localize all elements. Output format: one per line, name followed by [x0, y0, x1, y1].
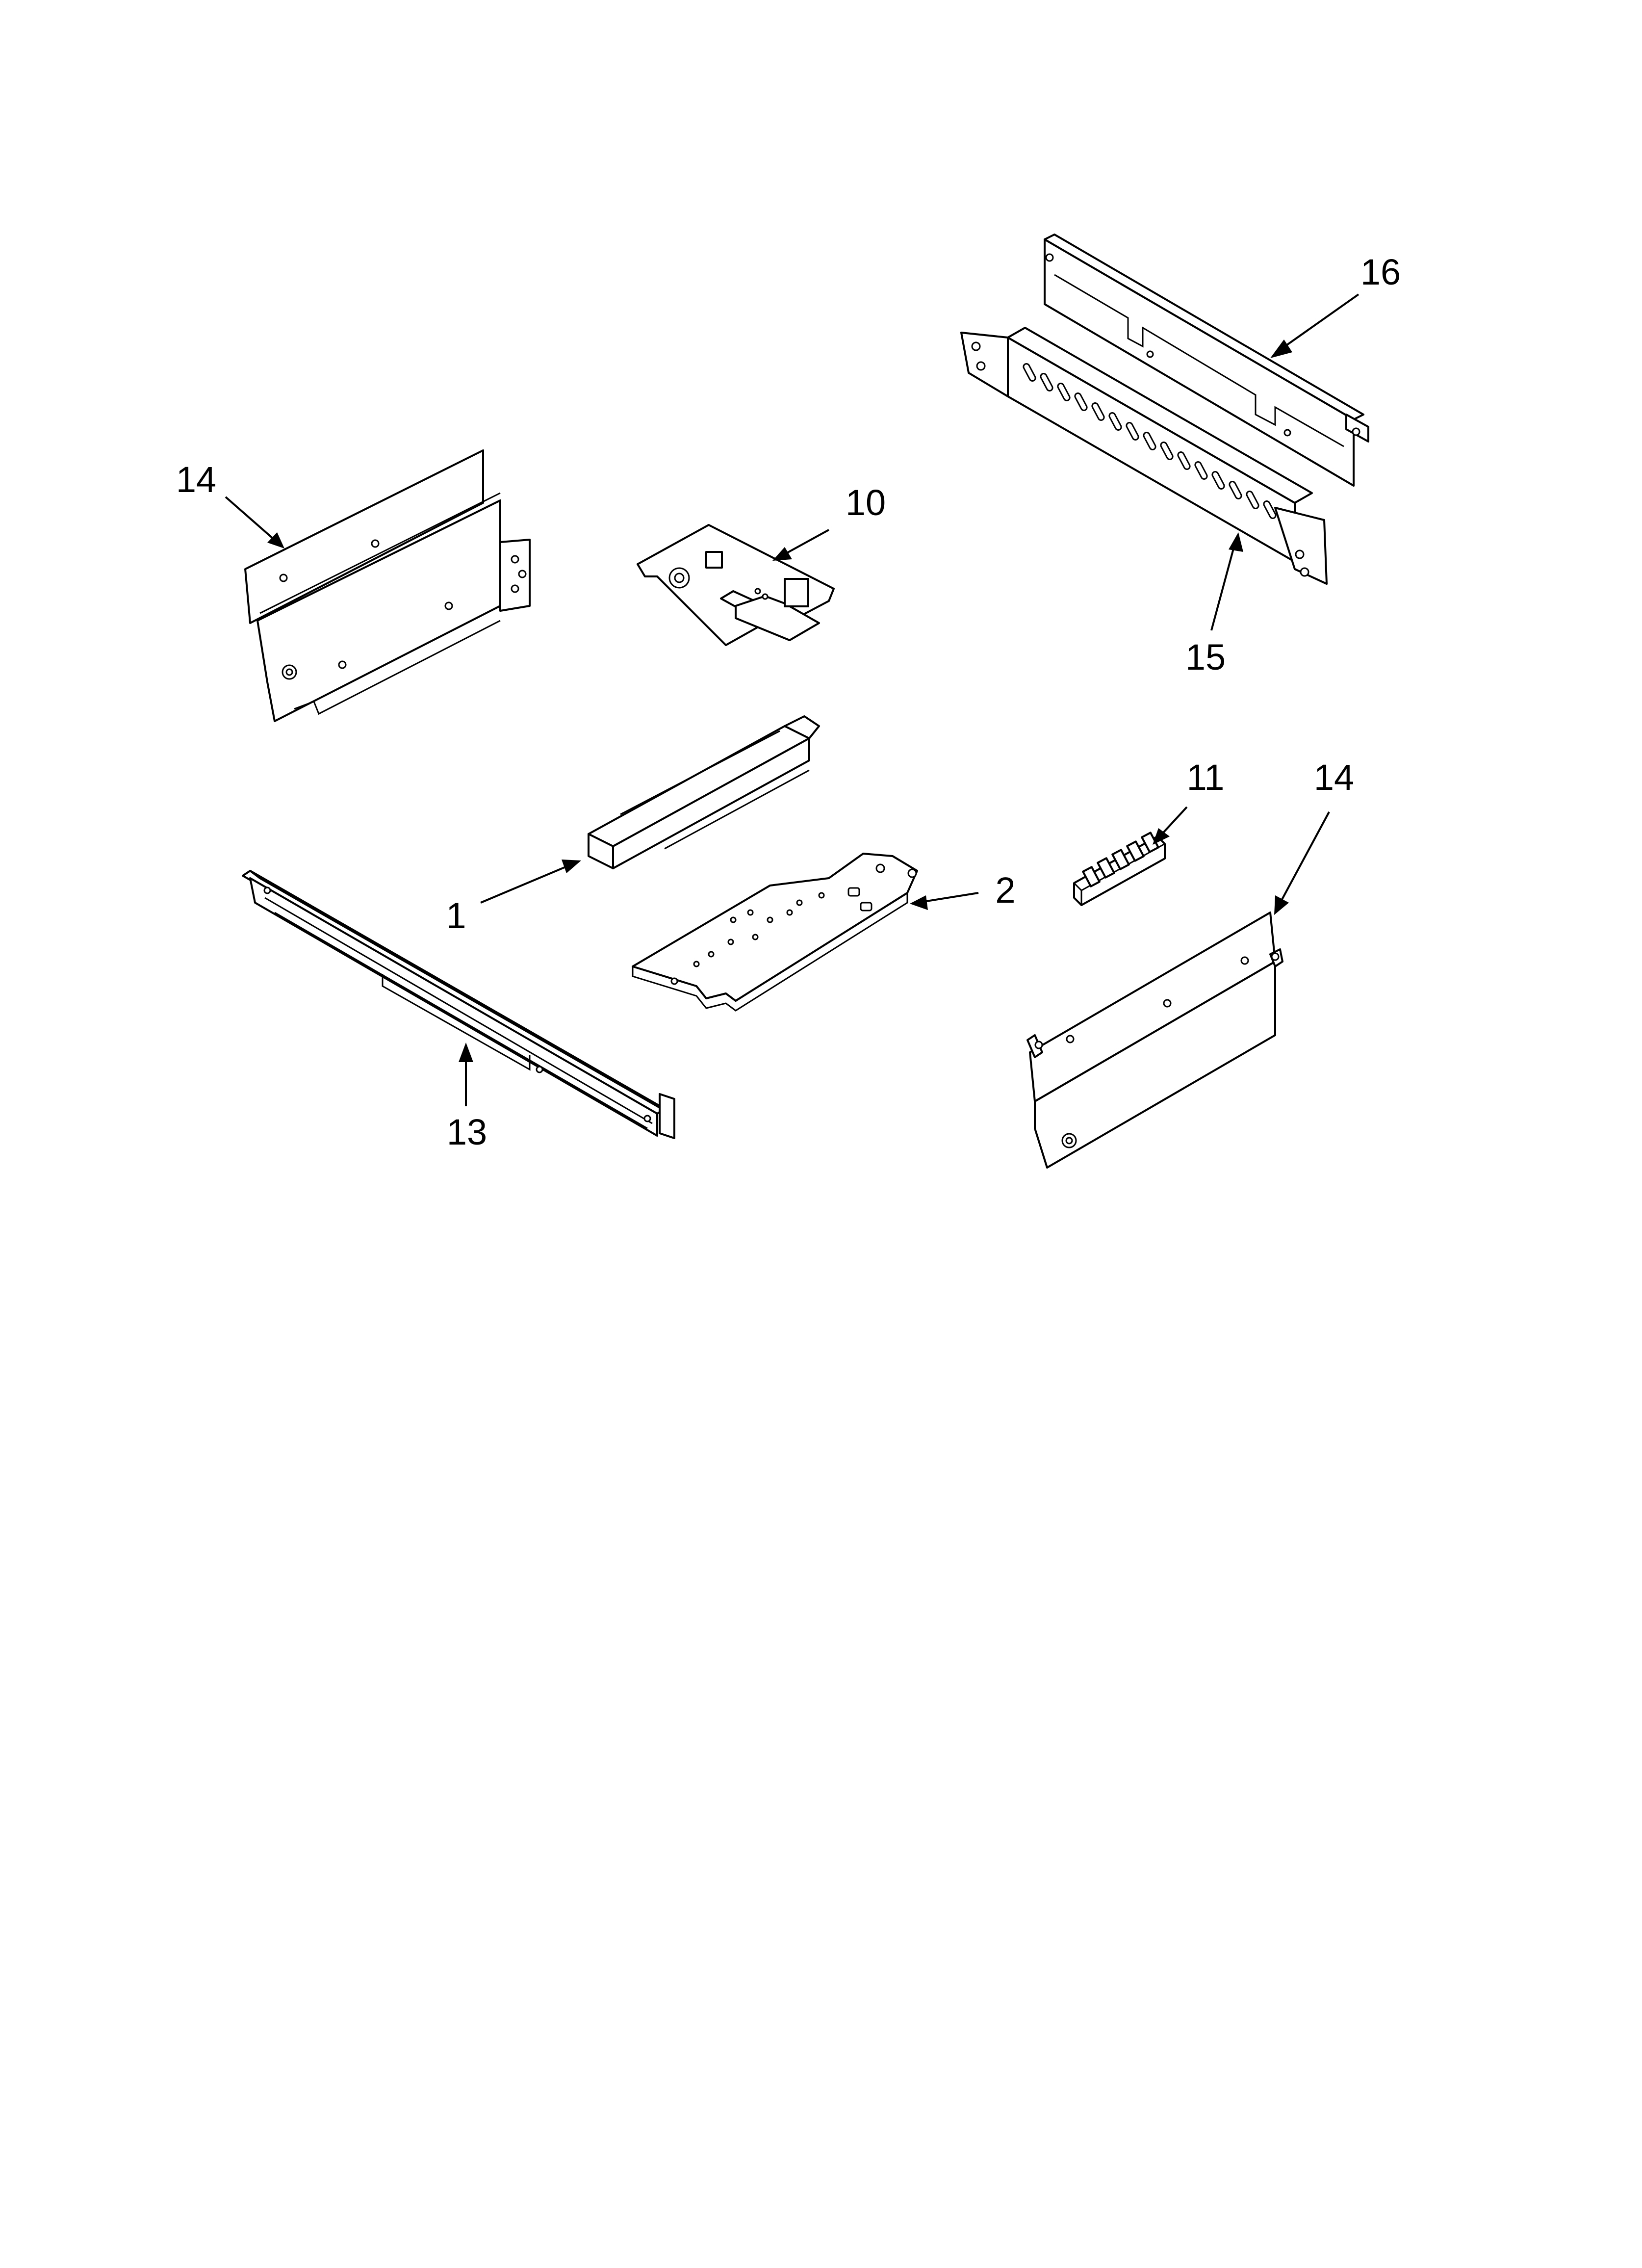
- callout-2: 2: [995, 870, 1015, 911]
- leader-2: [910, 892, 979, 910]
- callout-labels: 16 14 10 15 11 14 1 2 13: [176, 252, 1401, 1152]
- part-13-long-rail: [242, 870, 675, 1139]
- leader-14-left: [225, 496, 284, 548]
- callout-11: 11: [1187, 757, 1225, 798]
- part-2-mounting-plate: [632, 853, 918, 1012]
- callout-16: 16: [1360, 252, 1401, 292]
- part-1-channel: [588, 715, 820, 869]
- leader-16: [1270, 293, 1360, 358]
- leader-1: [480, 860, 581, 904]
- callout-15: 15: [1185, 637, 1226, 678]
- callout-14-right: 14: [1314, 757, 1354, 798]
- leader-lines: [225, 293, 1360, 1106]
- callout-10: 10: [846, 482, 886, 523]
- perforation-slots: [1023, 363, 1277, 519]
- part-10-sensor-bracket: [637, 524, 835, 646]
- part-11-terminal-block: [1073, 832, 1166, 906]
- callout-14-left: 14: [176, 459, 216, 500]
- part-15-perforated-bracket: [960, 327, 1328, 585]
- part-14-left-side-shield: [244, 449, 531, 722]
- leader-14-right: [1274, 811, 1330, 915]
- leader-10: [772, 529, 829, 561]
- part-16-rear-bracket: [1044, 234, 1369, 487]
- leader-11: [1153, 806, 1188, 845]
- leader-15: [1210, 532, 1243, 631]
- leader-13: [459, 1043, 473, 1106]
- callout-1: 1: [446, 895, 466, 936]
- part-14-right-side-shield: [1026, 912, 1283, 1169]
- callout-13: 13: [447, 1112, 487, 1152]
